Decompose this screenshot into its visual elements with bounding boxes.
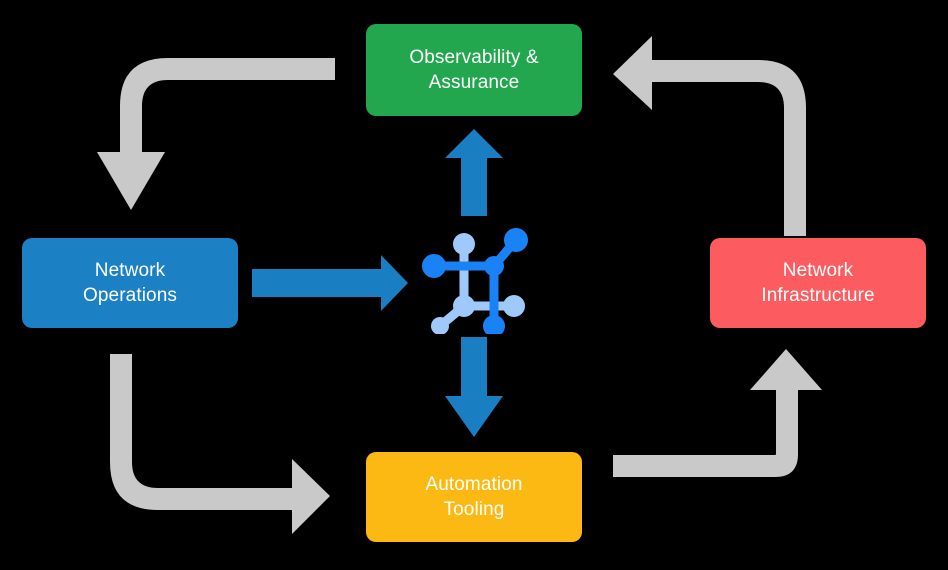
node-network-operations-label: Network Operations xyxy=(83,259,177,306)
arrow-center-to-automation xyxy=(445,337,503,437)
network-topology-icon xyxy=(418,218,534,337)
arrow-observability-to-operations xyxy=(97,58,335,210)
arrow-operations-to-center xyxy=(252,255,408,311)
topology-dark-nodes xyxy=(422,228,528,337)
network-topology-glyph xyxy=(422,228,528,337)
topology-dark-edges xyxy=(429,235,521,331)
node-observability-label: Observability & Assurance xyxy=(409,46,539,93)
node-network-infrastructure-label: Network Infrastructure xyxy=(761,259,875,306)
arrow-center-to-observability xyxy=(445,129,503,216)
arrow-infrastructure-to-observability xyxy=(613,36,806,236)
node-network-infrastructure[interactable]: Network Infrastructure xyxy=(710,238,926,328)
node-observability-assurance[interactable]: Observability & Assurance xyxy=(366,24,582,116)
topology-light-nodes xyxy=(431,233,525,335)
arrow-operations-to-automation xyxy=(110,354,330,534)
node-automation-tooling[interactable]: Automation Tooling xyxy=(366,452,582,542)
node-automation-tooling-label: Automation Tooling xyxy=(425,473,523,520)
arrow-automation-to-infrastructure xyxy=(613,349,822,477)
node-network-operations[interactable]: Network Operations xyxy=(22,238,238,328)
